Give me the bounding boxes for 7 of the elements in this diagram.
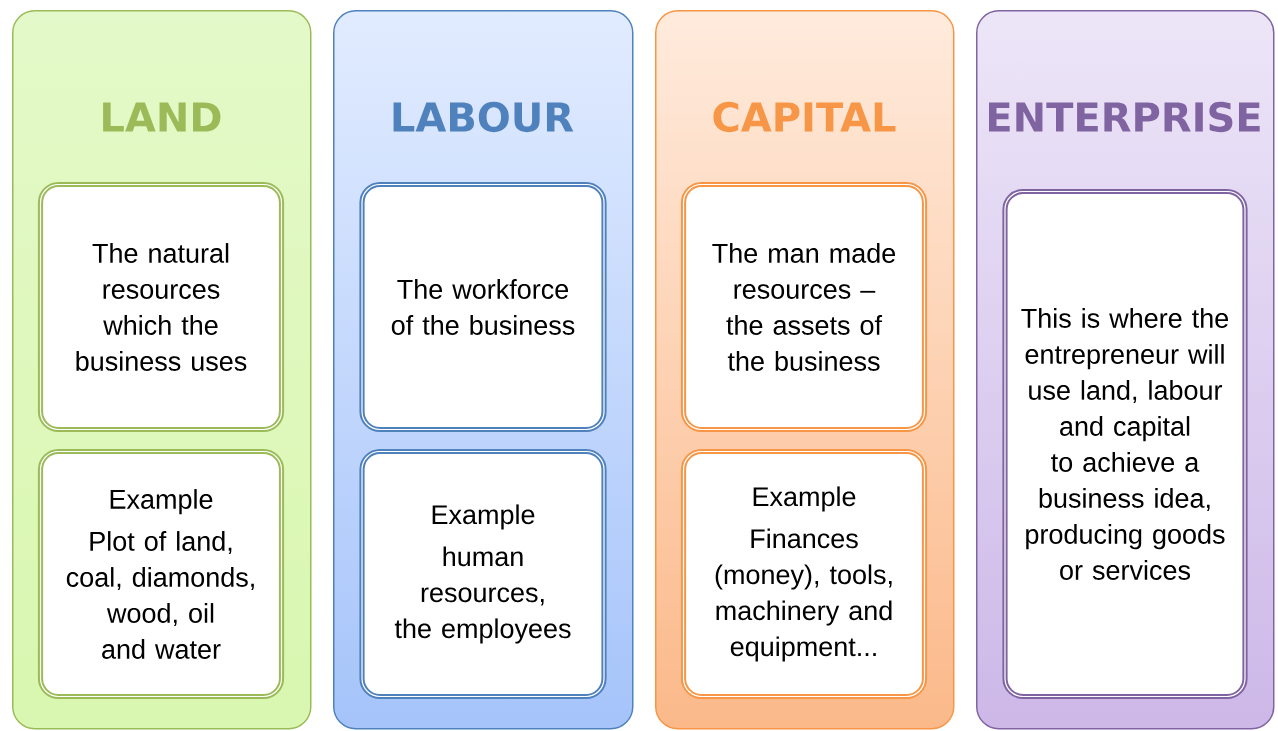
text-box: Example Plot of land, coal, diamonds, wood, oil and water	[37, 448, 285, 700]
text-box: The workforce of the business	[359, 181, 607, 433]
text-box: Example Finances (money), tools, machinery and equipment...	[680, 448, 928, 700]
text-box: The man made resources – the assets of the business	[680, 181, 928, 433]
text-box: The natural resources which the business uses	[37, 181, 285, 433]
text-box: Example human resources, the employees	[359, 448, 607, 700]
text-box: This is where the entrepreneur will use land, labour and capital to achieve a business idea, producing goods or services	[1002, 188, 1248, 700]
